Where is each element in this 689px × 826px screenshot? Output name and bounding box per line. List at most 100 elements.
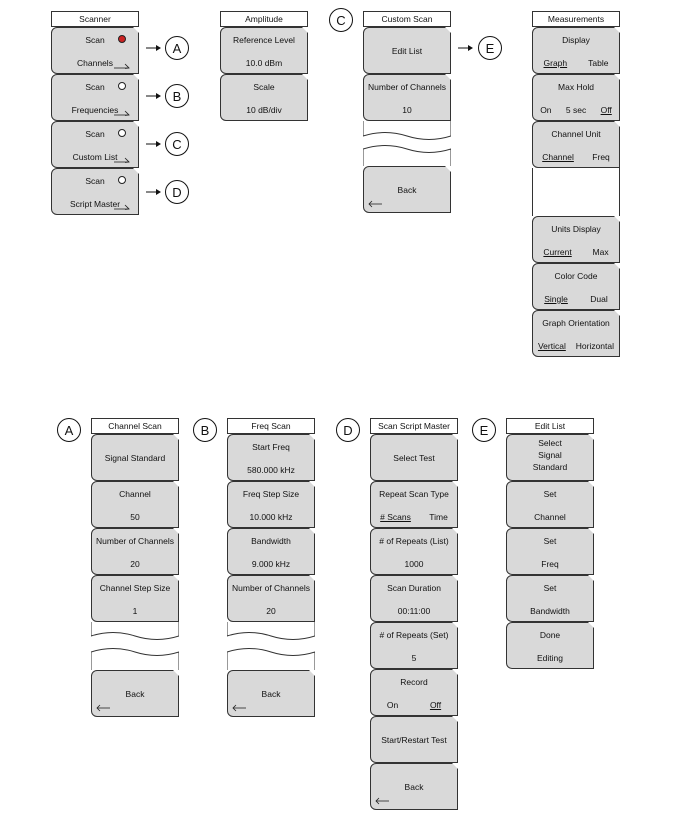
back-arrow-icon [368,200,382,208]
key-sublabel: Channels [77,58,113,68]
custom-scan-menu: Custom Scan Edit List Number of Channels… [363,11,451,213]
scan-duration-key[interactable]: Scan Duration 00:11:00 [370,575,458,622]
signal-standard-key[interactable]: Signal Standard [91,434,179,481]
scan-frequencies-key[interactable]: Scan Frequencies [51,74,139,121]
freq-step-size-key[interactable]: Freq Step Size 10.000 kHz [227,481,315,528]
repeats-set-key[interactable]: # of Repeats (Set) 5 [370,622,458,669]
callout-b: B [165,84,189,108]
color-code-key[interactable]: Color Code Single Dual [532,263,620,310]
option-selected: Single [544,294,568,304]
callout-d: D [165,180,189,204]
key-label: Edit List [391,46,423,56]
option: Horizontal [575,341,615,351]
key-label: Back [404,782,424,792]
key-label: Scan [85,82,105,92]
option: Table [588,58,609,68]
key-label: Color Code [554,271,598,281]
key-label: Select Test [393,453,435,463]
submenu-arrow-icon [114,110,130,116]
pointer-arrow-icon [146,93,161,99]
measurements-menu: Measurements Display Graph Table Max Hold… [532,11,620,357]
back-key[interactable]: Back [363,166,451,213]
key-value: 580.000 kHz [247,465,295,475]
option-selected: Off [429,700,442,710]
key-sublabel: Custom List [72,152,118,162]
channel-step-size-key[interactable]: Channel Step Size 1 [91,575,179,622]
repeats-list-key[interactable]: # of Repeats (List) 1000 [370,528,458,575]
channel-scan-menu: Channel Scan Signal Standard Channel 50 … [91,418,179,717]
number-of-channels-key[interactable]: Number of Channels 20 [91,528,179,575]
pointer-arrow-icon [146,189,161,195]
radio-off-icon [118,129,126,137]
scale-key[interactable]: Scale 10 dB/div [220,74,308,121]
select-signal-standard-key[interactable]: Select Signal Standard [506,434,594,481]
submenu-arrow-icon [114,204,130,210]
key-label: Back [261,689,281,699]
option: Dual [590,294,608,304]
back-key[interactable]: Back [91,670,179,717]
scan-custom-list-key[interactable]: Scan Custom List [51,121,139,168]
bandwidth-key[interactable]: Bandwidth 9.000 kHz [227,528,315,575]
pointer-arrow-icon [146,45,161,51]
key-label: Reference Level [233,35,295,45]
display-key[interactable]: Display Graph Table [532,27,620,74]
pointer-arrow-icon [146,141,161,147]
menu-title: Channel Scan [91,418,179,434]
key-label: # of Repeats (List) [379,536,449,546]
key-label: Max Hold [558,82,594,92]
scan-script-master-key[interactable]: Scan Script Master [51,168,139,215]
select-test-key[interactable]: Select Test [370,434,458,481]
key-label: Number of Channels [232,583,310,593]
key-label: Select [538,438,562,448]
blank-key-slot [532,168,620,216]
option: 5 sec [565,105,587,115]
channel-key[interactable]: Channel 50 [91,481,179,528]
key-label: Set [543,489,557,499]
menu-title: Amplitude [220,11,308,27]
key-label: Start Freq [252,442,290,452]
badge-e: E [472,418,496,442]
key-sublabel: Editing [537,653,563,663]
key-label: Set [543,536,557,546]
key-value: 50 [130,512,140,522]
key-break [227,622,315,670]
set-bandwidth-key[interactable]: Set Bandwidth [506,575,594,622]
key-label: Signal Standard [104,453,166,463]
option: Max [592,247,609,257]
submenu-arrow-icon [114,63,130,69]
scan-script-master-menu: Scan Script Master Select Test Repeat Sc… [370,418,458,810]
key-value: 10 dB/div [246,105,282,115]
pointer-arrow-icon [458,45,473,51]
menu-title: Freq Scan [227,418,315,434]
set-freq-key[interactable]: Set Freq [506,528,594,575]
number-of-channels-key[interactable]: Number of Channels 20 [227,575,315,622]
key-label: Scan [85,176,105,186]
key-label: Start/Restart Test [381,735,447,745]
key-sublabel: Bandwidth [530,606,570,616]
start-freq-key[interactable]: Start Freq 580.000 kHz [227,434,315,481]
option: On [386,700,399,710]
key-sublabel: Freq [541,559,559,569]
set-channel-key[interactable]: Set Channel [506,481,594,528]
key-label: Channel Unit [551,129,601,139]
back-key[interactable]: Back [227,670,315,717]
scan-channels-key[interactable]: Scan Channels [51,27,139,74]
menu-title: Measurements [532,11,620,27]
key-label: Display [562,35,590,45]
edit-list-key[interactable]: Edit List [363,27,451,74]
back-key[interactable]: Back [370,763,458,810]
submenu-arrow-icon [114,157,130,163]
reference-level-key[interactable]: Reference Level 10.0 dBm [220,27,308,74]
key-value: 00:11:00 [397,606,431,616]
start-restart-test-key[interactable]: Start/Restart Test [370,716,458,763]
option-selected: Graph [543,58,568,68]
done-editing-key[interactable]: Done Editing [506,622,594,669]
number-of-channels-key[interactable]: Number of Channels 10 [363,74,451,121]
key-sublabel: Channel [534,512,566,522]
